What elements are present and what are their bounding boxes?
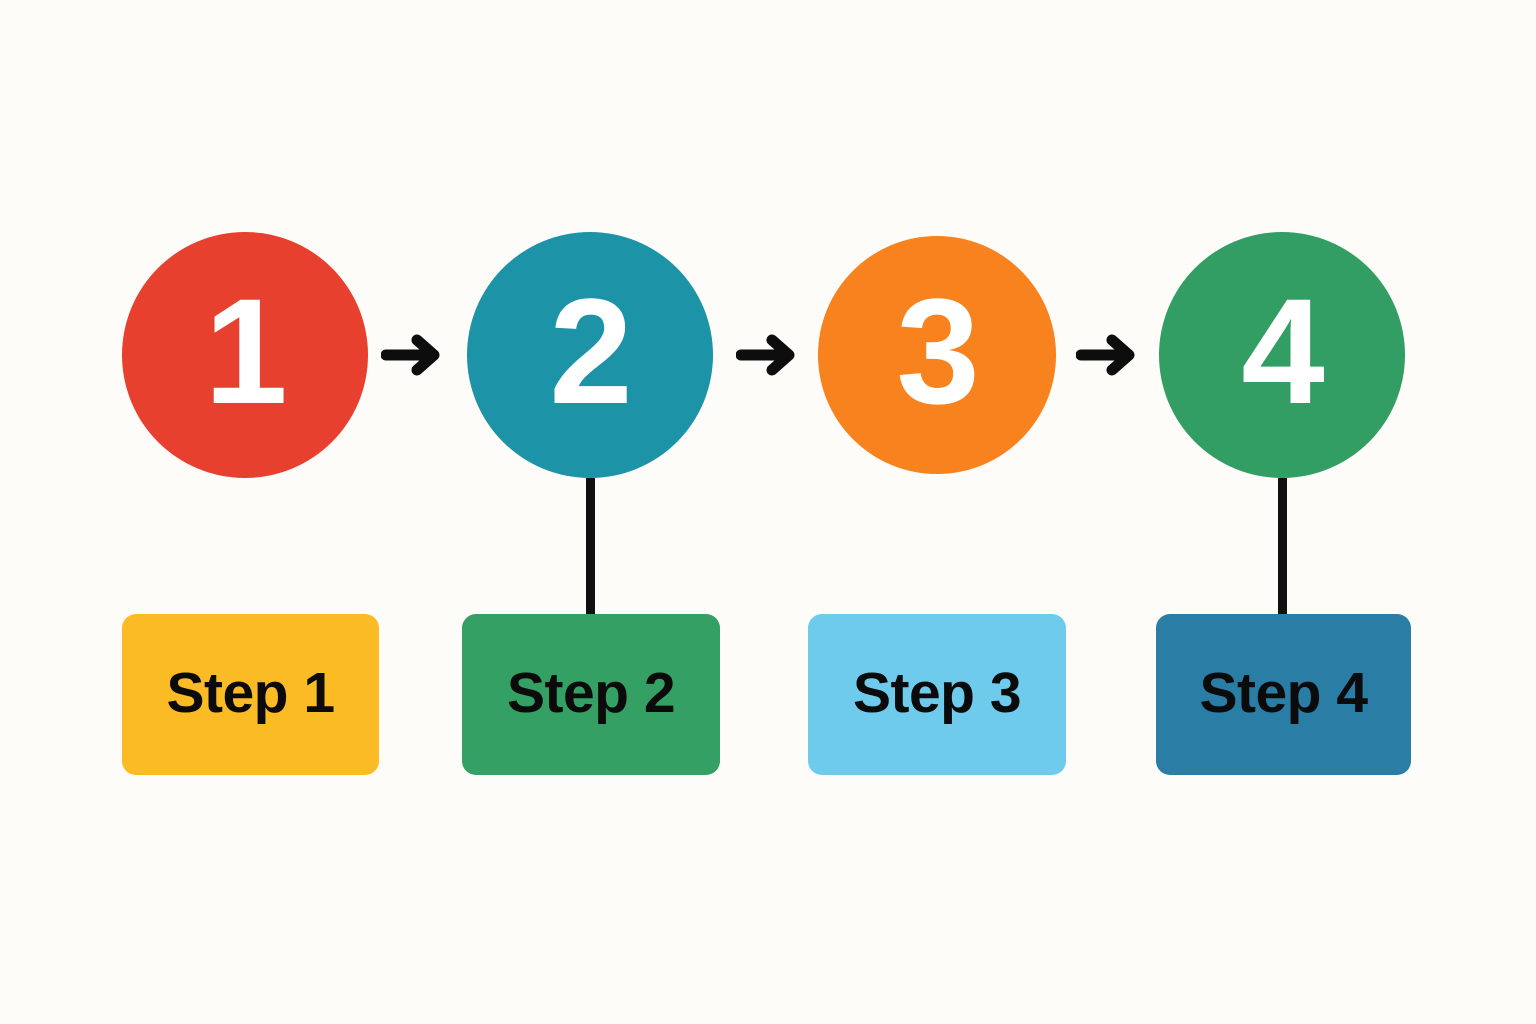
step-box-label: Step 4 bbox=[1199, 661, 1368, 725]
step-circle-number: 2 bbox=[549, 267, 632, 435]
step-circle-3[interactable]: 3 bbox=[818, 236, 1056, 474]
connector-line-step-4 bbox=[1278, 478, 1287, 616]
arrow-right-icon bbox=[381, 327, 445, 383]
step-circle-number: 3 bbox=[896, 267, 979, 435]
step-box-3[interactable]: Step 3 bbox=[808, 614, 1066, 775]
step-box-4[interactable]: Step 4 bbox=[1156, 614, 1411, 775]
step-box-1[interactable]: Step 1 bbox=[122, 614, 379, 775]
step-box-2[interactable]: Step 2 bbox=[462, 614, 720, 775]
step-circle-1[interactable]: 1 bbox=[122, 232, 368, 478]
arrow-right-icon bbox=[1076, 327, 1140, 383]
step-box-label: Step 1 bbox=[166, 661, 335, 725]
step-box-label: Step 3 bbox=[852, 661, 1022, 725]
connector-line-step-2 bbox=[586, 478, 595, 616]
step-circle-number: 4 bbox=[1241, 267, 1324, 435]
step-box-label: Step 2 bbox=[506, 661, 676, 725]
step-circle-number: 1 bbox=[204, 267, 287, 435]
step-circle-2[interactable]: 2 bbox=[467, 232, 713, 478]
arrow-right-icon bbox=[736, 327, 800, 383]
step-circle-4[interactable]: 4 bbox=[1159, 232, 1405, 478]
